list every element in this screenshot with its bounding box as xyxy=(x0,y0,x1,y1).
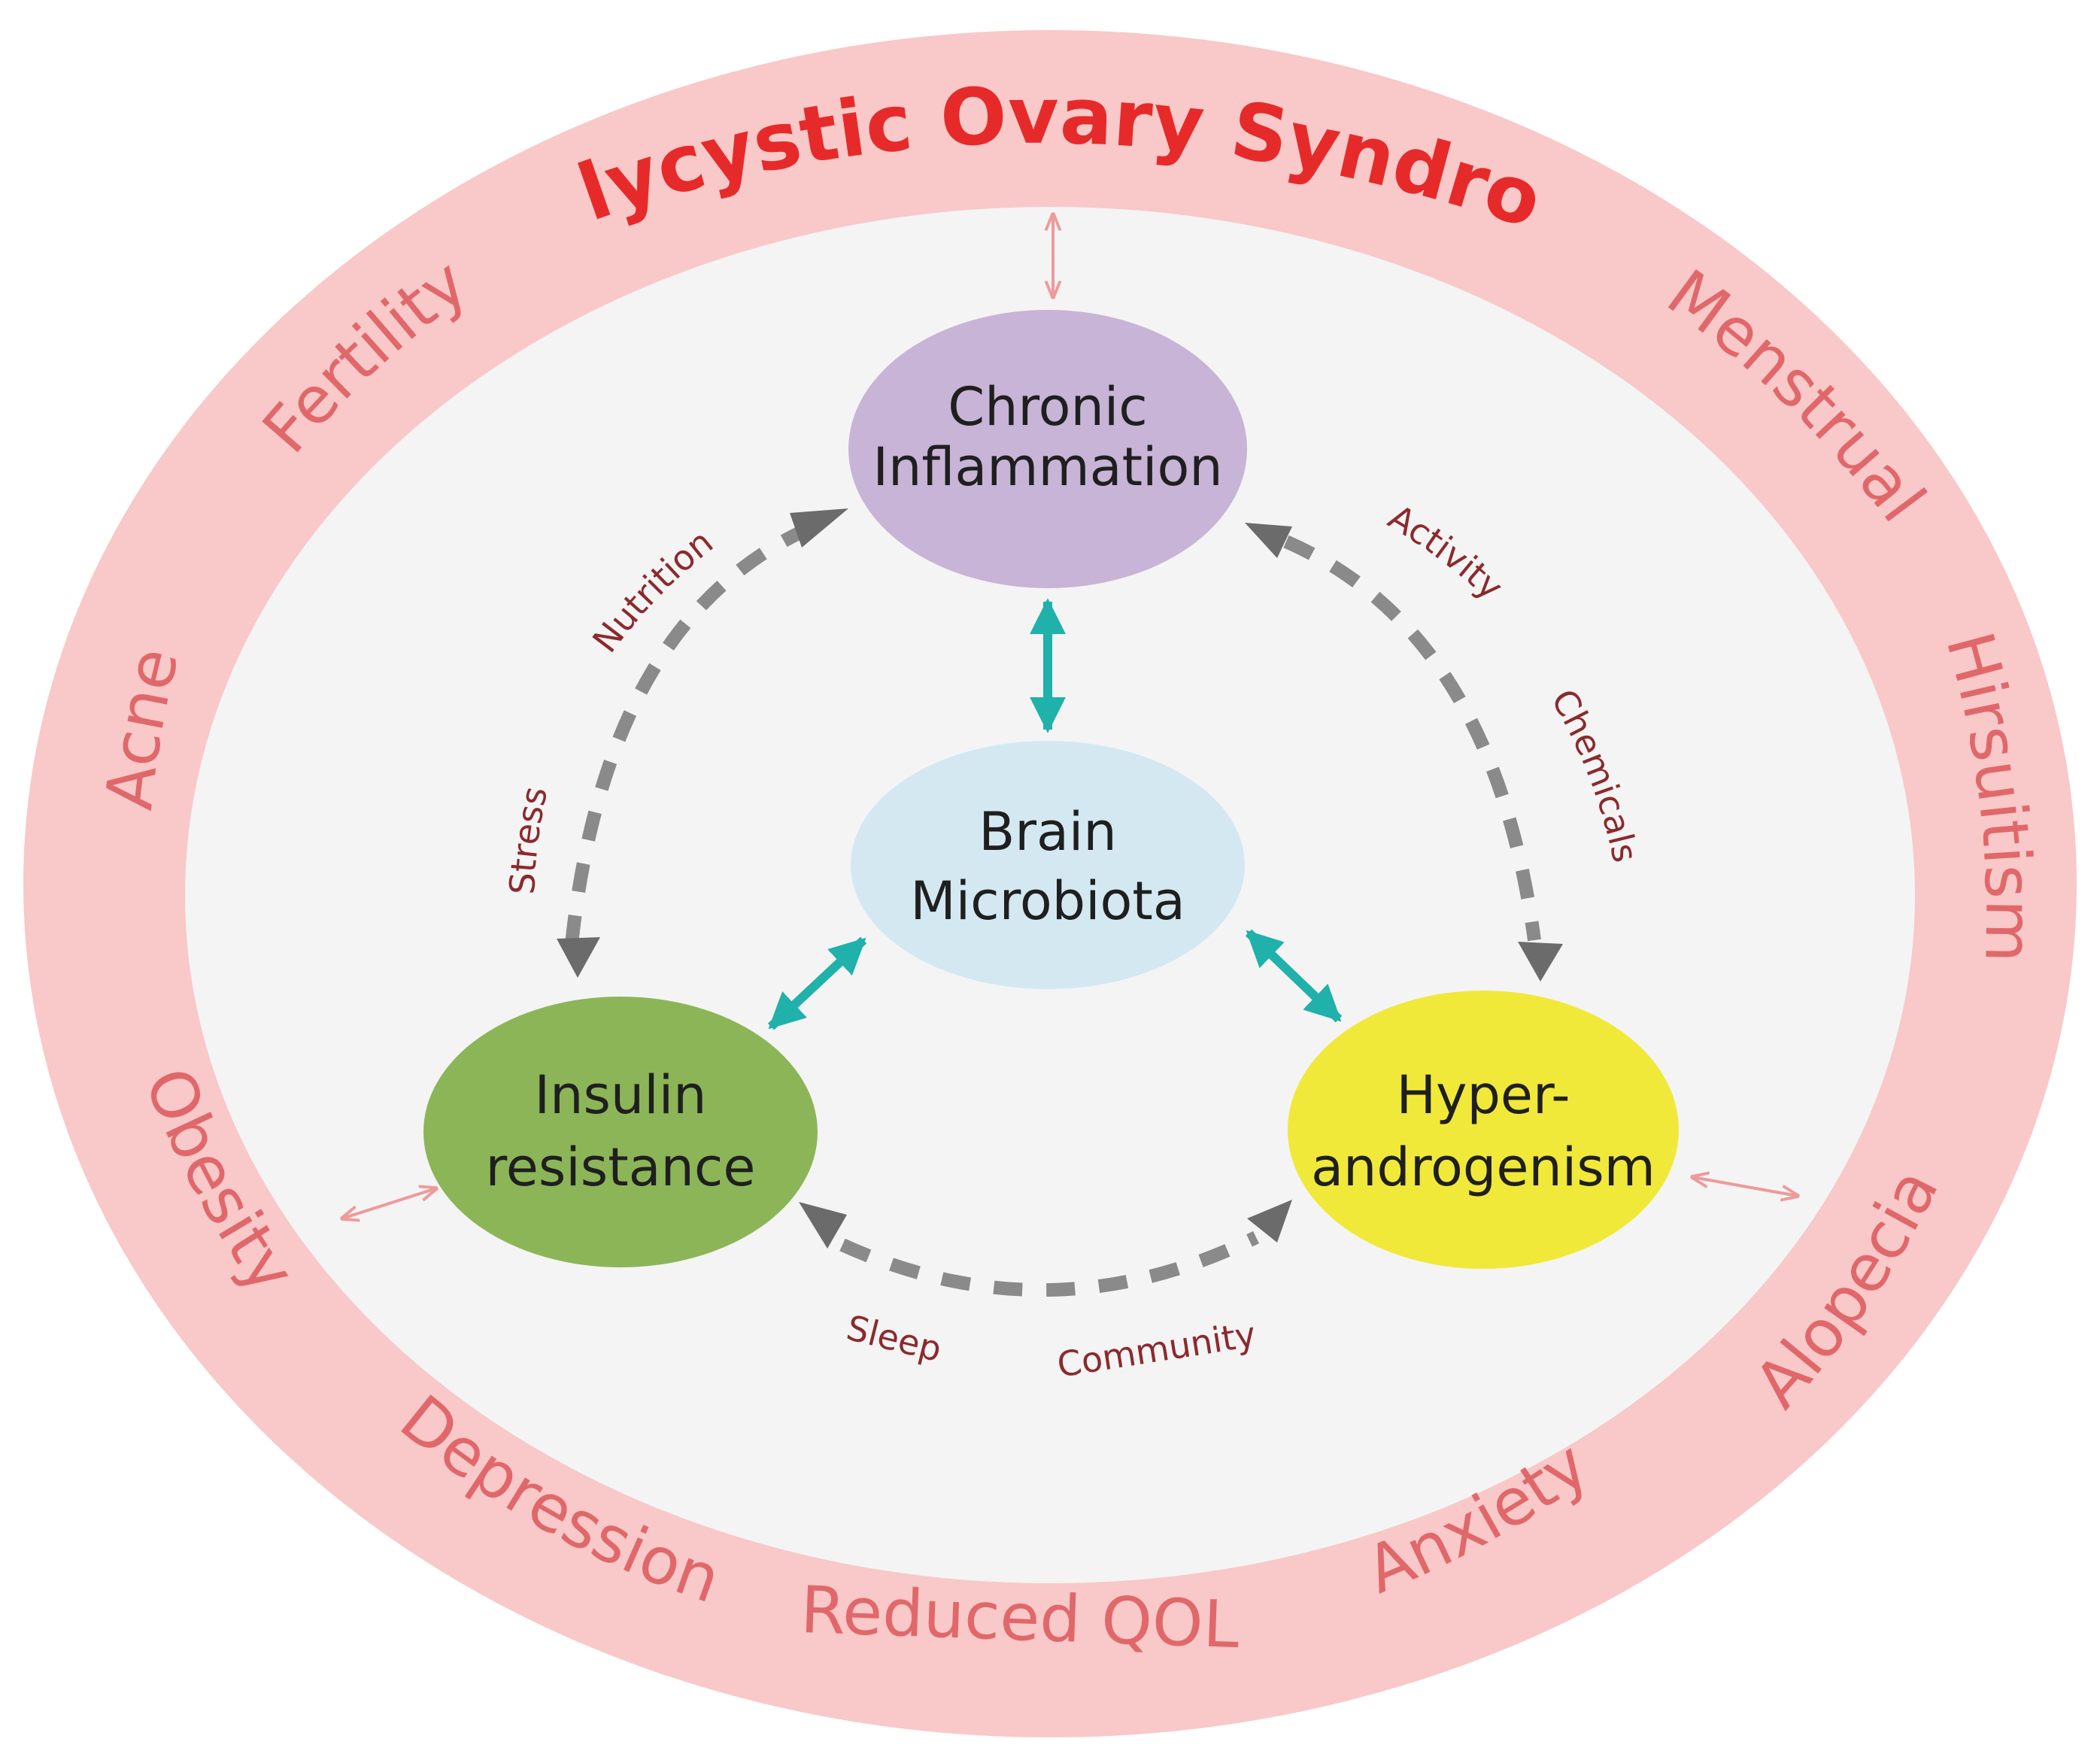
arrowhead-right-top xyxy=(1245,523,1292,558)
link-microbiota-insulin xyxy=(767,936,867,1030)
arrowhead-right-bottom xyxy=(1518,942,1563,982)
node-hyperandrogenism-line2: androgenism xyxy=(1311,1136,1655,1198)
node-brain-microbiota-line1: Brain xyxy=(979,801,1117,863)
link-microbiota-hyperandrogenism xyxy=(1245,929,1343,1023)
node-hyperandrogenism: Hyper- androgenism xyxy=(1288,991,1679,1269)
node-insulin-resistance: Insulin resistance xyxy=(423,997,818,1267)
node-chronic-inflammation-line1: Chronic xyxy=(948,376,1148,438)
node-hyperandrogenism-line1: Hyper- xyxy=(1396,1064,1570,1126)
arrowhead-left-top xyxy=(790,508,848,548)
arrowhead-bottom-left xyxy=(799,1202,847,1249)
node-brain-microbiota: Brain Microbiota xyxy=(851,741,1245,989)
dashed-link-bottom xyxy=(839,1231,1259,1297)
node-insulin-resistance-line1: Insulin xyxy=(534,1064,706,1126)
node-chronic-inflammation-line2: Inflammation xyxy=(872,436,1222,498)
node-brain-microbiota-line2: Microbiota xyxy=(910,870,1185,932)
ring-link-arrow-left xyxy=(342,1188,436,1218)
ring-link-arrow-right xyxy=(1692,1177,1798,1196)
outcome-reduced-qol: Reduced QOL xyxy=(800,1573,1241,1663)
node-chronic-inflammation: Chronic Inflammation xyxy=(848,310,1247,588)
node-insulin-resistance-line2: resistance xyxy=(486,1136,756,1198)
dashed-link-right xyxy=(1283,535,1541,942)
arrowhead-bottom-right xyxy=(1247,1200,1292,1243)
dashed-link-left xyxy=(565,523,808,945)
arrowhead-left-bottom xyxy=(557,937,600,978)
